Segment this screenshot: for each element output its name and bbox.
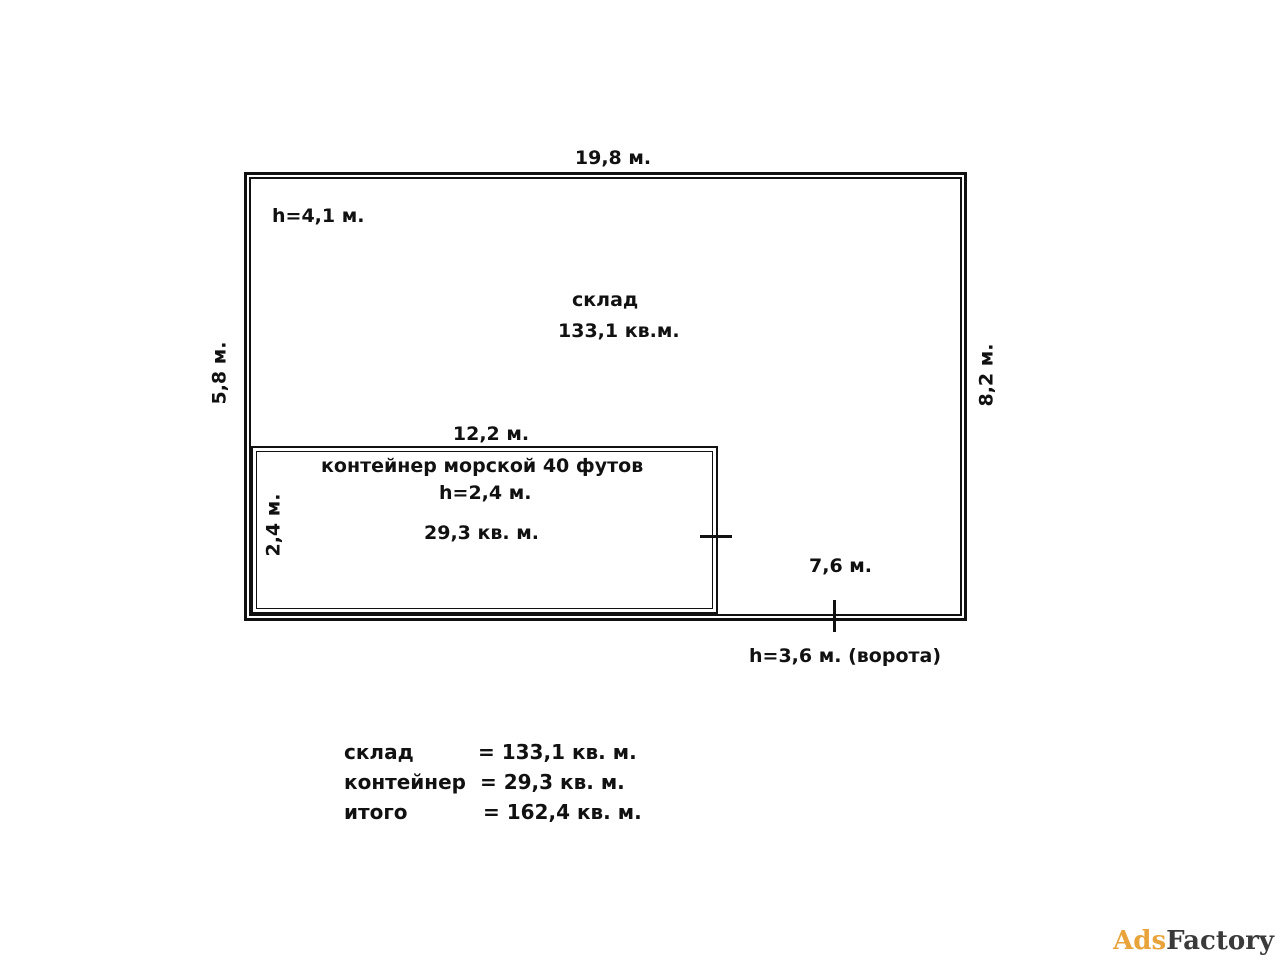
container-inner-wall (256, 451, 713, 609)
warehouse-name-label: склад (572, 289, 639, 311)
summary-value: = 133,1 кв. м. (478, 740, 637, 764)
container-area-label: 29,3 кв. м. (424, 522, 539, 544)
top-dimension-label: 19,8 м. (574, 147, 652, 169)
gate-height-label: h=3,6 м. (ворота) (749, 645, 942, 667)
summary-name: контейнер (344, 770, 467, 794)
left-dimension-label: 5,8 м. (208, 341, 231, 405)
gate-distance-label: 7,6 м. (809, 555, 873, 577)
container-outer-wall (251, 446, 718, 614)
container-length-label: 12,2 м. (452, 423, 530, 445)
summary-name: итого (344, 800, 408, 824)
container-width-label: 2,4 м. (262, 493, 285, 557)
warehouse-area-label: 133,1 кв.м. (558, 320, 680, 342)
watermark-part2: Factory (1166, 926, 1274, 956)
gate-mark (833, 600, 836, 632)
summary-name: склад (344, 740, 414, 764)
watermark-logo: AdsFactory (1113, 926, 1274, 956)
warehouse-height-label: h=4,1 м. (272, 205, 365, 227)
warehouse-inner-wall (249, 177, 962, 616)
summary-value: = 29,3 кв. м. (480, 770, 625, 794)
container-name-label: контейнер морской 40 футов (321, 455, 644, 477)
container-door-mark (700, 535, 732, 538)
right-dimension-label: 8,2 м. (975, 343, 998, 407)
watermark-part1: Ads (1113, 926, 1167, 956)
warehouse-outer-wall (244, 172, 967, 621)
summary-value: = 162,4 кв. м. (483, 800, 642, 824)
container-height-label: h=2,4 м. (439, 482, 532, 504)
